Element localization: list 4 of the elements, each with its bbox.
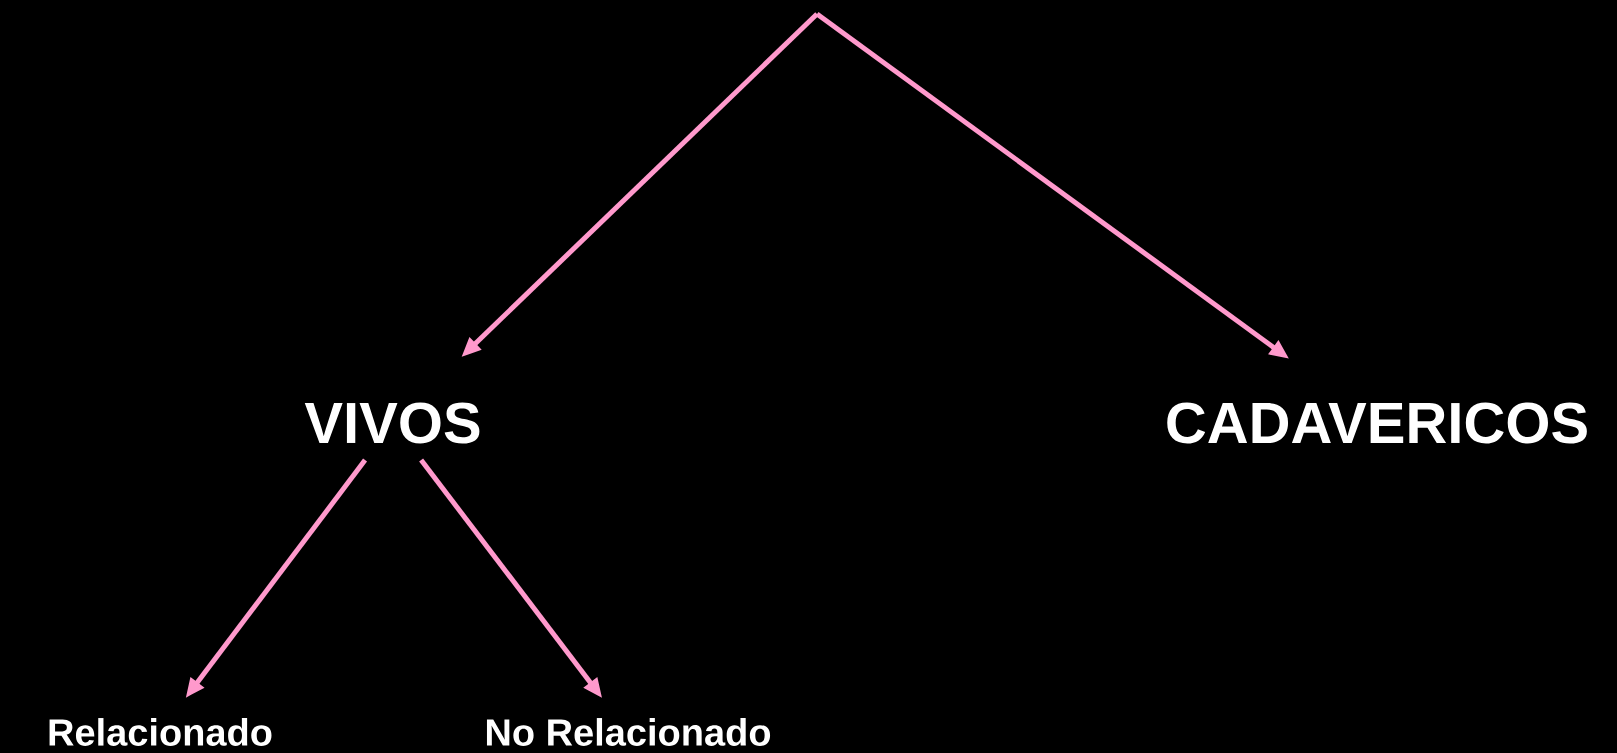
category-label: Relacionado [49,718,272,746]
category-label: VIVOS [304,402,480,444]
category-label: CADAVERICOS [1167,402,1587,444]
category-label: No Relacionado [486,718,771,746]
